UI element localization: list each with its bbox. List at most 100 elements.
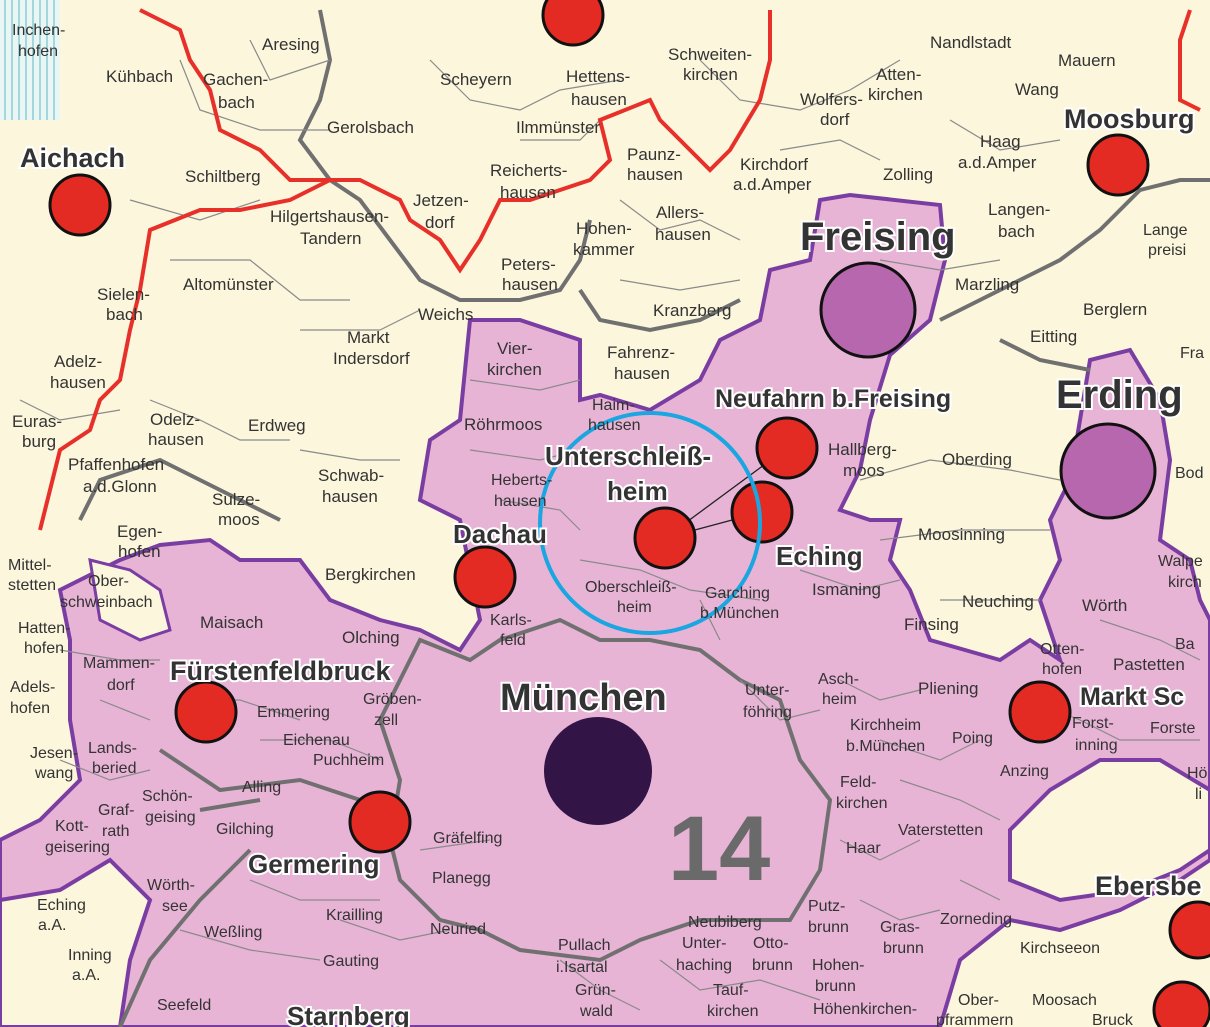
municipality-label: kammer — [573, 240, 635, 259]
municipality-label: hausen — [571, 90, 627, 109]
municipality-label: Gröben- — [363, 691, 422, 708]
municipality-label: Otten- — [1040, 641, 1084, 658]
municipality-label: heim — [822, 691, 857, 708]
municipality-label: Hö — [1187, 765, 1208, 782]
municipality-label: Fahrenz- — [607, 343, 675, 362]
label-erding: Erding — [1056, 373, 1183, 417]
district-border-northeast — [939, 178, 1210, 372]
city-marker-muenchen[interactable] — [544, 717, 652, 825]
state-border — [38, 8, 772, 531]
municipality-label: preisi — [1148, 242, 1186, 259]
city-marker-erding[interactable] — [1059, 422, 1157, 520]
municipality-label: i.Isartal — [556, 959, 608, 976]
hatch-lines — [4, 0, 55, 120]
municipality-label: Pullach — [558, 937, 610, 954]
municipality-label: Tandern — [300, 229, 361, 248]
municipality-label: Altomünster — [183, 275, 274, 294]
municipality-label: Schiltberg — [185, 167, 261, 186]
municipality-label: Oberschleiß- — [585, 579, 677, 596]
city-marker-markt-schwaben[interactable] — [1008, 680, 1072, 744]
municipality-label: Weßling — [204, 924, 262, 941]
municipality-label: hausen — [588, 417, 641, 434]
municipality-label: Vaterstetten — [898, 822, 983, 839]
municipality-label: Moosach — [1032, 992, 1097, 1009]
state-border-north-east — [1178, 9, 1201, 112]
city-marker-eching[interactable] — [730, 480, 794, 544]
municipality-label: burg — [22, 432, 56, 451]
municipality-label: rath — [102, 823, 130, 840]
municipality-label: haching — [676, 957, 732, 974]
municipality-label: Hatten- — [18, 620, 70, 637]
municipality-label: beried — [92, 760, 136, 777]
municipality-label: Gilching — [216, 821, 274, 838]
municipality-label: Krailling — [326, 907, 383, 924]
municipality-label: Kühbach — [106, 67, 173, 86]
municipality-label: hausen — [627, 165, 683, 184]
municipality-label: hausen — [322, 487, 378, 506]
municipality-label: Tauf- — [713, 982, 749, 999]
city-marker-aichach[interactable] — [48, 173, 112, 237]
municipality-label: Wörth- — [147, 877, 195, 894]
municipality-label: Gräfelfing — [433, 830, 502, 847]
municipality-label: Neuching — [962, 592, 1034, 611]
city-marker-dachau[interactable] — [453, 545, 517, 609]
municipality-label: Graf- — [98, 802, 134, 819]
municipality-label: Sielen- — [97, 285, 150, 304]
city-marker-fuerstenfeldbruck[interactable] — [174, 680, 238, 744]
city-marker-unterschleissheim[interactable] — [633, 506, 697, 570]
city-marker-germering[interactable] — [348, 790, 412, 854]
municipality-label: Garching — [705, 585, 770, 602]
label-eching: Eching — [776, 541, 863, 571]
city-marker-neufahrn[interactable] — [755, 416, 819, 480]
municipality-label: Euras- — [12, 412, 62, 431]
label-freising: Freising — [800, 215, 956, 259]
municipality-label: Kranzberg — [653, 301, 731, 320]
municipality-label: Pastetten — [1113, 655, 1185, 674]
municipality-label: Hettens- — [566, 67, 630, 86]
label-unterschleissheim-1: Unterschleiß- — [545, 441, 711, 471]
municipality-label: Wolfers- — [800, 90, 863, 109]
hatched-area — [0, 0, 60, 120]
municipality-label: Adels- — [10, 679, 55, 696]
municipality-label: Gras- — [880, 919, 920, 936]
municipality-label: Mittel- — [8, 557, 52, 574]
municipality-label: Schwab- — [318, 466, 384, 485]
municipality-label: zell — [374, 712, 398, 729]
city-marker-ebersberg[interactable] — [1168, 900, 1210, 960]
city-marker-top[interactable] — [541, 0, 605, 47]
label-dachau: Dachau — [453, 519, 547, 549]
municipality-label: dorf — [425, 213, 455, 232]
municipality-label: pframmern — [936, 1012, 1013, 1027]
municipality-label: Mammen- — [83, 655, 155, 672]
label-starnberg: Starnberg — [287, 1001, 410, 1027]
municipality-label: Feld- — [840, 774, 876, 791]
city-marker-moosburg[interactable] — [1086, 133, 1150, 197]
municipality-label: hausen — [494, 493, 547, 510]
municipality-label: Jetzen- — [413, 191, 469, 210]
municipality-label: Egen- — [117, 522, 162, 541]
municipality-label: Ober- — [88, 573, 129, 590]
city-marker-freising[interactable] — [819, 261, 917, 359]
municipality-label: Oberding — [942, 450, 1012, 469]
municipality-label: a.d.Amper — [733, 175, 812, 194]
municipality-label: inning — [1075, 737, 1118, 754]
municipality-label: Ismaning — [812, 580, 881, 599]
municipality-label: hofen — [18, 43, 58, 60]
municipality-label: Wang — [1015, 80, 1059, 99]
municipality-label: Paunz- — [627, 145, 681, 164]
municipality-label: Bergkirchen — [325, 565, 416, 584]
municipality-label: Gerolsbach — [327, 118, 414, 137]
municipality-label: Peters- — [501, 255, 556, 274]
municipality-label: moos — [843, 461, 885, 480]
municipality-label: Unter- — [745, 682, 789, 699]
municipality-label: bach — [218, 93, 255, 112]
city-marker-bottom-right[interactable] — [1152, 980, 1210, 1027]
municipality-label: Pliening — [918, 679, 979, 698]
municipality-label: Kirchheim — [850, 717, 921, 734]
municipality-label: Erdweg — [248, 416, 306, 435]
municipality-label: b.München — [846, 738, 925, 755]
municipality-label: Markt — [347, 328, 390, 347]
municipality-label: brunn — [883, 940, 924, 957]
